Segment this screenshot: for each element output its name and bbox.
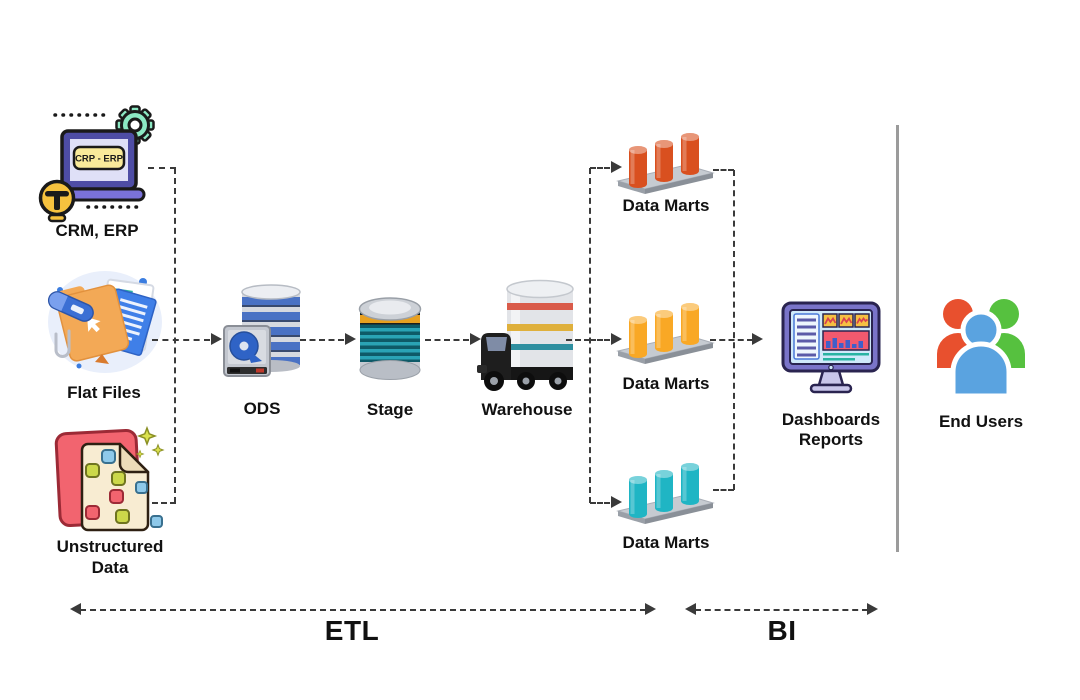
bi-phase-label: BI xyxy=(767,615,797,646)
bi-arrowhead-left xyxy=(685,603,696,615)
end-users-group-icon xyxy=(931,292,1031,398)
dashboard-monitor-icon xyxy=(776,300,886,396)
cylinder-load-icon xyxy=(506,279,574,375)
dashboards-label-line: Dashboards xyxy=(781,410,881,429)
sparkles-icon xyxy=(135,425,165,459)
flow-line-source-junction xyxy=(174,168,176,503)
flow-line-to-datamart-bottom xyxy=(590,502,610,504)
flow-line-stage-to-warehouse xyxy=(425,339,469,341)
warehouse-truck-icon xyxy=(477,277,577,395)
ods-database-icon xyxy=(222,282,302,392)
flow-line-datamart-top-out xyxy=(713,169,734,171)
data-marts-top-icon xyxy=(616,124,716,198)
arrowhead-to-warehouse xyxy=(470,333,481,345)
arrowhead-to-dashboard xyxy=(752,333,763,345)
lightbulb-icon xyxy=(38,179,76,223)
etl-arrowhead-right xyxy=(645,603,656,615)
flow-line-to-dashboard xyxy=(710,339,753,341)
data-marts-bottom-icon xyxy=(616,454,716,528)
arrowhead-to-datamart-bottom xyxy=(611,496,622,508)
crm-erp-laptop-icon: CRP - ERP xyxy=(32,95,167,229)
flow-line-sources-to-ods xyxy=(152,339,210,341)
stage-label: Stage xyxy=(366,400,414,419)
unstructured-data-icon xyxy=(52,424,167,538)
stage-cylinder-icon xyxy=(353,290,427,394)
flat-files-icon xyxy=(45,266,165,378)
flow-line-unstructured-junction xyxy=(152,502,176,504)
etl-span-arrow xyxy=(80,609,646,611)
data-marts-bottom-label: Data Marts xyxy=(622,533,710,552)
arrowhead-to-datamart-top xyxy=(611,161,622,173)
bi-span-arrow xyxy=(695,609,868,611)
flat-files-label: Flat Files xyxy=(67,383,141,402)
marker-icon xyxy=(47,291,94,322)
bi-section-divider xyxy=(896,125,899,552)
dashboards-reports-label: Dashboards Reports xyxy=(782,410,880,450)
truck-icon xyxy=(477,333,573,391)
crm-erp-label: CRM, ERP xyxy=(55,221,139,240)
arrowhead-to-datamart-middle xyxy=(611,333,622,345)
data-marts-middle-icon xyxy=(616,294,716,368)
flow-line-warehouse-to-branch xyxy=(566,339,590,341)
arrowhead-to-stage xyxy=(345,333,356,345)
data-marts-middle-label: Data Marts xyxy=(622,374,710,393)
flow-line-crm-junction xyxy=(148,167,176,169)
flow-line-to-datamart-middle xyxy=(590,339,610,341)
warehouse-label: Warehouse xyxy=(481,400,573,419)
laptop-icon: CRP - ERP xyxy=(54,129,146,202)
ods-label: ODS xyxy=(243,399,281,418)
flow-line-ods-to-stage xyxy=(300,339,344,341)
svg-text:CRP - ERP: CRP - ERP xyxy=(75,154,124,165)
paperclip-icon xyxy=(54,329,71,358)
end-users-label: End Users xyxy=(938,412,1024,431)
flow-line-to-datamart-top xyxy=(590,167,610,169)
harddrive-icon xyxy=(223,325,271,377)
reports-label-line: Reports xyxy=(798,430,864,449)
etl-arrowhead-left xyxy=(70,603,81,615)
data-marts-top-label: Data Marts xyxy=(622,196,710,215)
flow-line-merge-vertical xyxy=(733,170,735,490)
bi-arrowhead-right xyxy=(867,603,878,615)
arrowhead-to-ods xyxy=(211,333,222,345)
etl-phase-label: ETL xyxy=(324,615,380,646)
flow-line-branch-vertical xyxy=(589,168,591,503)
flow-line-datamart-bottom-out xyxy=(713,489,734,491)
unstructured-data-label: Unstructured Data xyxy=(56,537,164,577)
